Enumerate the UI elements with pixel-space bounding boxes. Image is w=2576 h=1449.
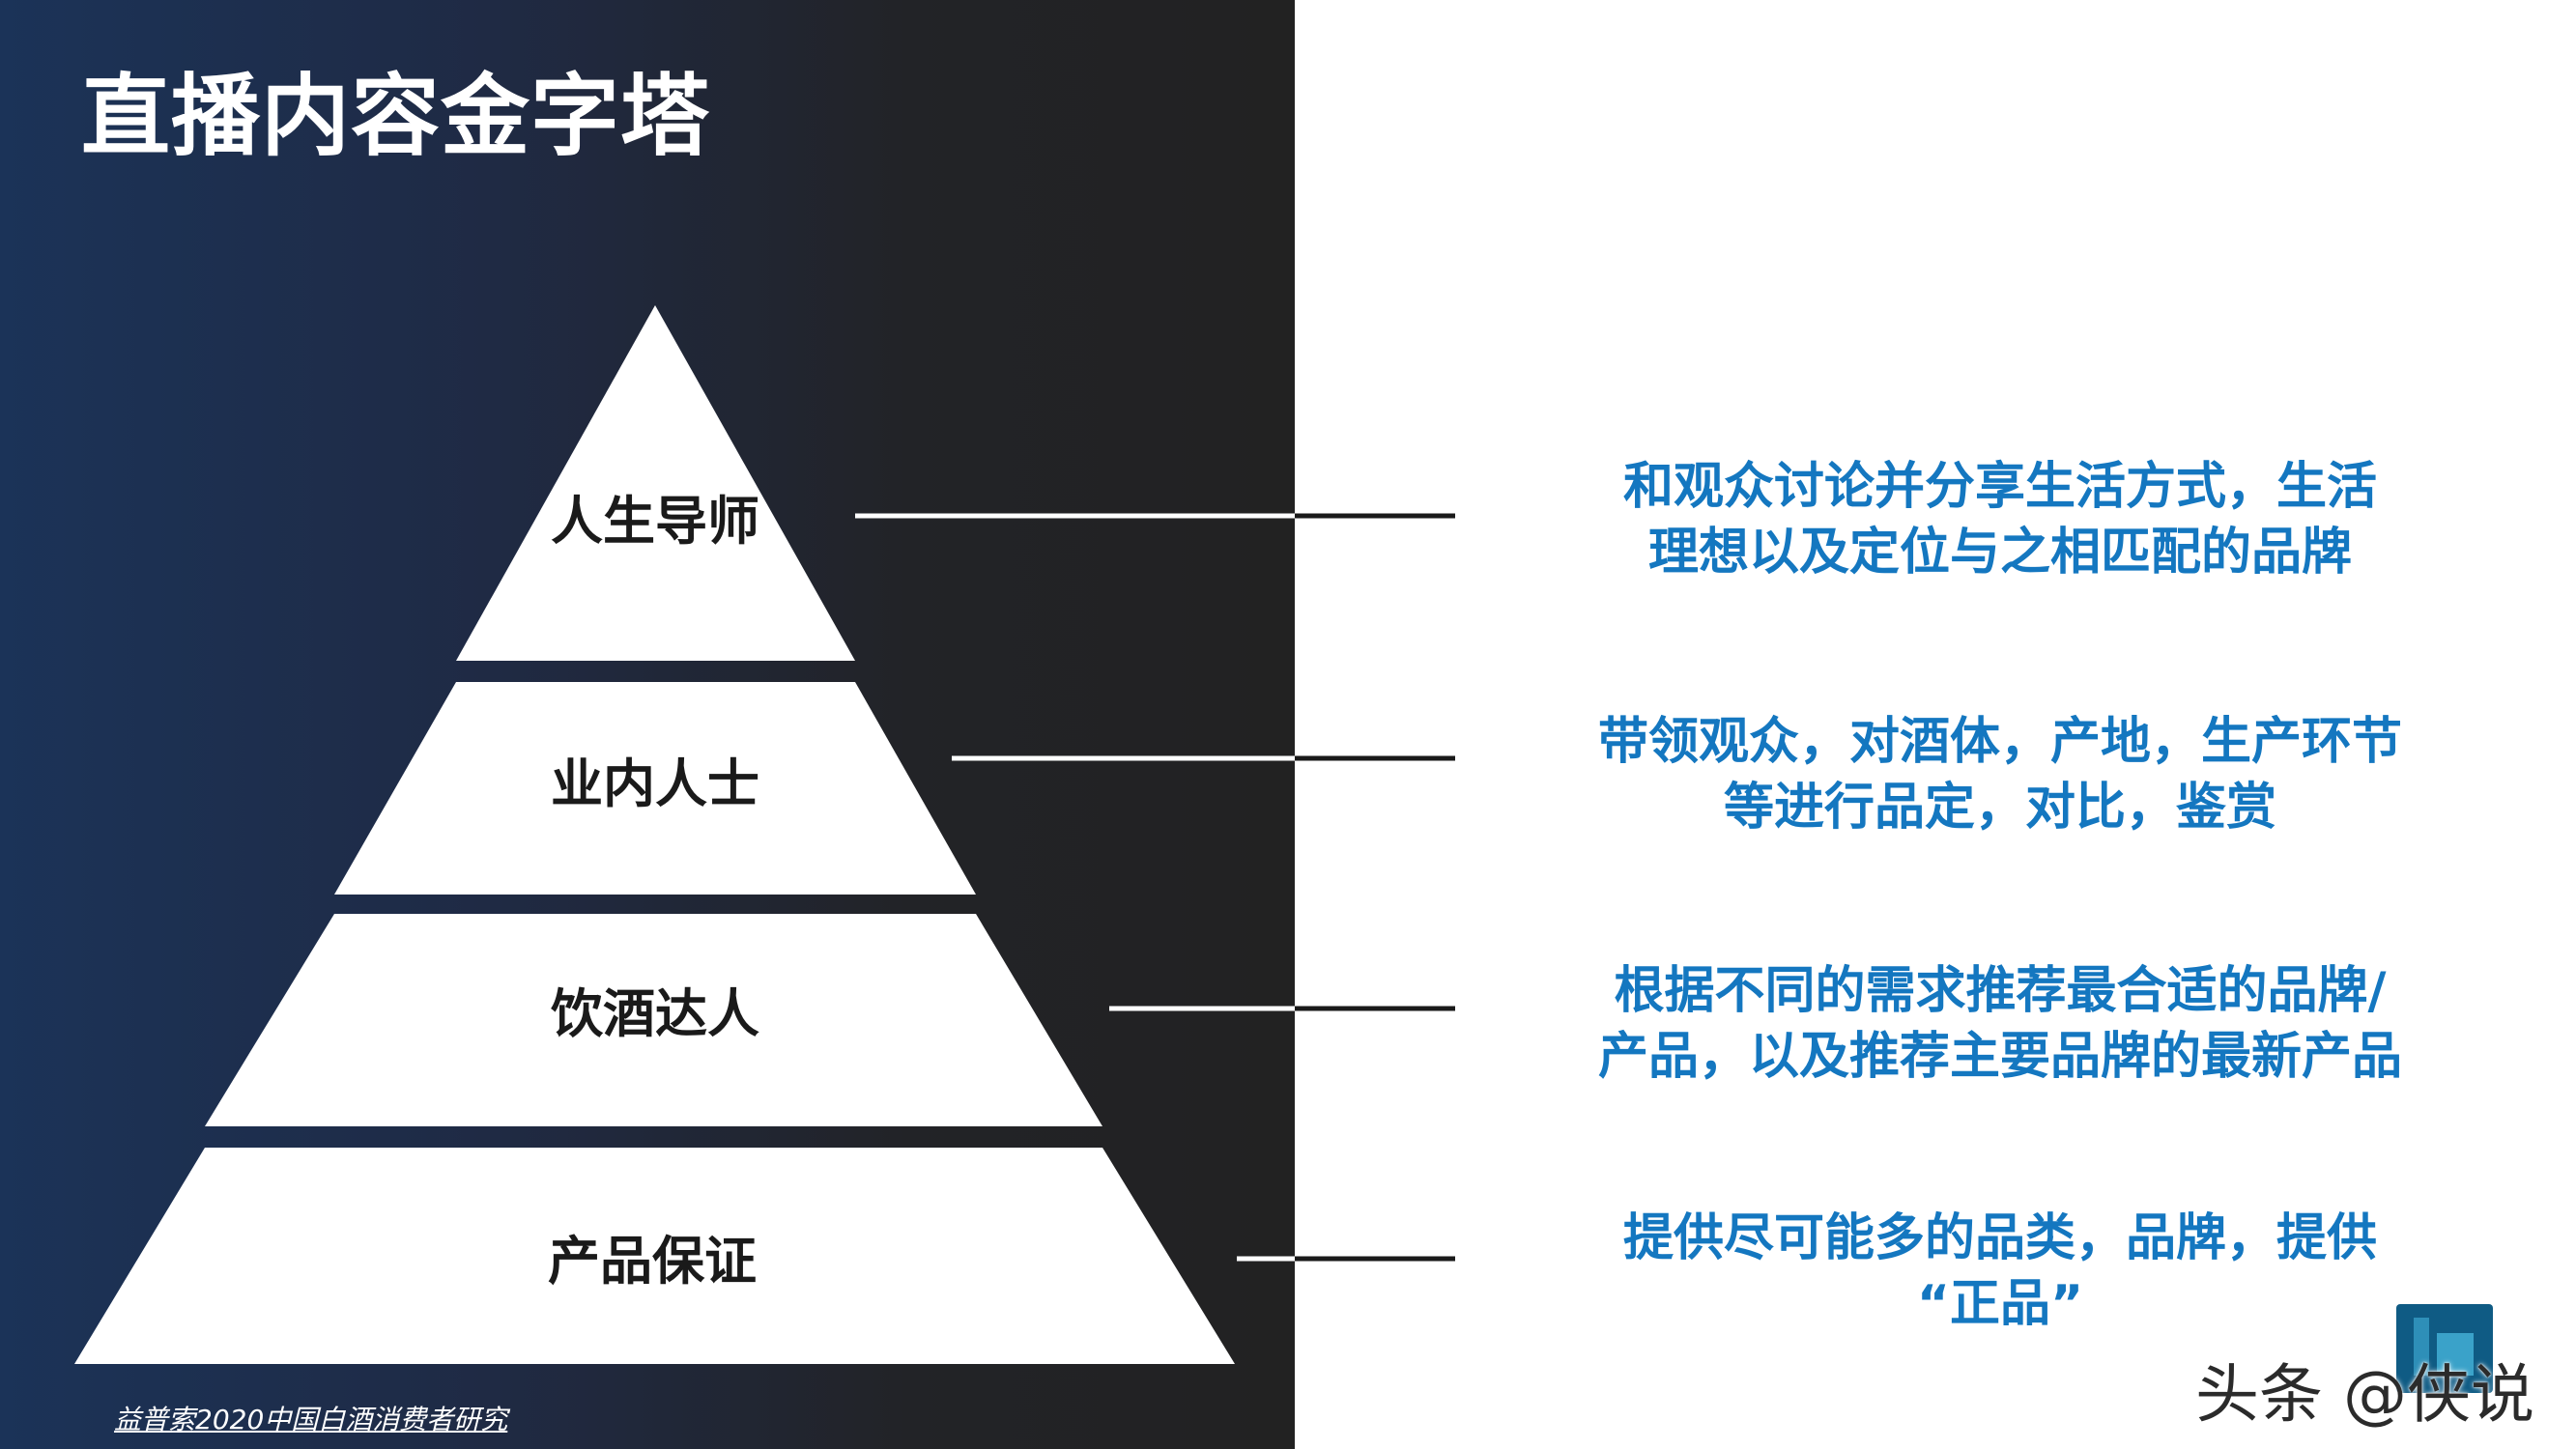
pyramid-tier-3	[205, 914, 1102, 1126]
description-line: 根据不同的需求推荐最合适的品牌/	[1614, 962, 2387, 1020]
description-line: 和观众讨论并分享生活方式，生活	[1622, 458, 2377, 516]
source-note: 益普索2020中国白酒消费者研究	[114, 1404, 508, 1435]
tier-description-2: 带领观众，对酒体，产地，生产环节 等进行品定，对比，鉴赏	[1536, 709, 2464, 840]
description-line: 理想以及定位与之相匹配的品牌	[1647, 524, 2352, 582]
description-line: 产品，以及推荐主要品牌的最新产品	[1597, 1028, 2402, 1086]
tier-label-2: 业内人士	[551, 753, 759, 814]
description-line: “正品”	[1916, 1275, 2084, 1333]
pyramid-tier-4	[74, 1148, 1235, 1364]
page-title: 直播内容金字塔	[81, 65, 711, 168]
pyramid-tier-1	[456, 305, 855, 661]
tier-label-4: 产品保证	[548, 1231, 757, 1292]
tier-description-4: 提供尽可能多的品类，品牌，提供 “正品”	[1536, 1206, 2464, 1337]
pyramid-tier-2	[334, 682, 976, 895]
description-line: 提供尽可能多的品类，品牌，提供	[1622, 1209, 2377, 1267]
tier-description-1: 和观众讨论并分享生活方式，生活 理想以及定位与之相匹配的品牌	[1536, 454, 2464, 585]
watermark: 头条 @侠说	[2195, 1357, 2534, 1432]
tier-label-1: 人生导师	[551, 491, 759, 552]
tier-label-3: 饮酒达人	[551, 983, 759, 1044]
logo-block-icon	[2437, 1333, 2474, 1376]
description-line: 等进行品定，对比，鉴赏	[1723, 779, 2276, 837]
logo-badge-icon	[2396, 1304, 2493, 1393]
tier-description-3: 根据不同的需求推荐最合适的品牌/ 产品，以及推荐主要品牌的最新产品	[1536, 958, 2464, 1090]
logo-bar-icon	[2414, 1318, 2429, 1376]
description-line: 带领观众，对酒体，产地，生产环节	[1597, 713, 2402, 771]
